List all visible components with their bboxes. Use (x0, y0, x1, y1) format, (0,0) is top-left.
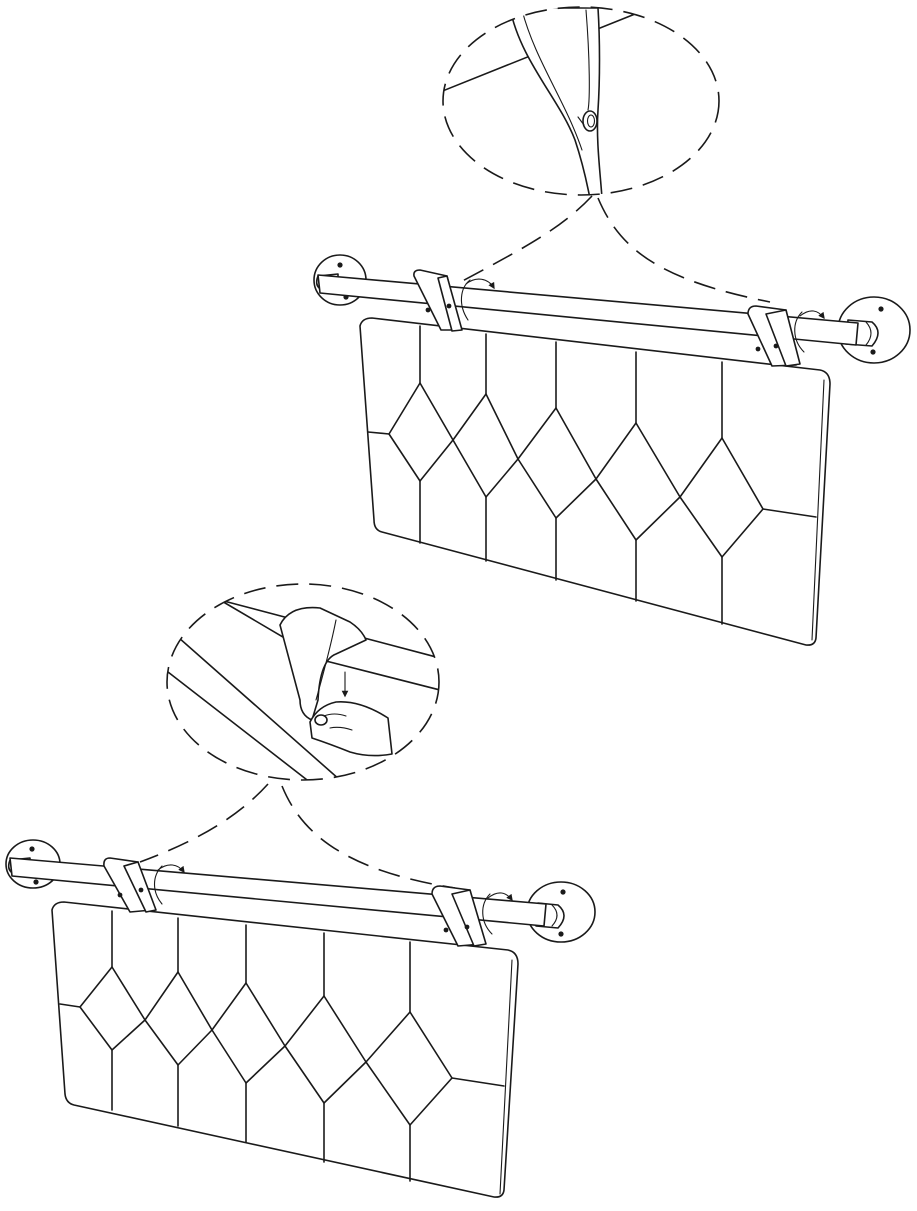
tuft-diamond (365, 1011, 453, 1126)
hand (309, 701, 393, 757)
snap-button (314, 714, 328, 726)
detail-callout-top (442, 6, 720, 196)
rod-end-cap (865, 321, 872, 346)
rotation-arrow (794, 311, 805, 353)
snap-button-center (586, 114, 596, 128)
callout-bottom-contents (167, 599, 439, 780)
panel-side-edge (499, 959, 513, 1195)
headboard-panel (359, 317, 831, 646)
headboard-edge (169, 629, 341, 780)
rail-rod (9, 857, 547, 927)
strap-fold-line (315, 619, 337, 701)
rail-rod (317, 274, 859, 346)
callout-top-contents (443, 7, 651, 195)
headboard-assembly-bottom (5, 839, 596, 1198)
seam (451, 1077, 505, 1087)
rotation-arrow (482, 893, 493, 935)
leader-line (597, 197, 771, 303)
rotation-arrow (799, 310, 825, 320)
rotation-arrow (487, 892, 513, 902)
rotation-arrow (157, 864, 185, 874)
strap-left (413, 269, 495, 332)
panel-side-edge (811, 379, 825, 641)
snap-button-stem (577, 116, 585, 126)
strap-fold-line (521, 9, 583, 151)
strap-fold-line (585, 9, 590, 111)
seam (367, 431, 390, 435)
leader-line (454, 195, 593, 286)
rotation-arrow (465, 278, 495, 290)
rod-end-cap (551, 904, 558, 927)
hand-finger-line (329, 726, 353, 731)
seam (59, 1003, 81, 1008)
strap-left (103, 857, 185, 913)
leader-line (139, 783, 269, 863)
callout-outline (442, 6, 720, 196)
leader-line (281, 785, 456, 889)
headboard-panel (51, 901, 519, 1198)
detail-callout-bottom (166, 583, 440, 781)
strap (509, 7, 603, 195)
strap (279, 606, 367, 721)
seam (762, 508, 817, 518)
strap-right (747, 305, 825, 367)
callout-outline (166, 583, 440, 781)
tuft-diamond (679, 437, 764, 558)
headboard-edge (167, 671, 321, 780)
hand-finger-line (323, 713, 347, 717)
strap-right (431, 885, 513, 947)
headboard-assembly-top (313, 254, 911, 646)
